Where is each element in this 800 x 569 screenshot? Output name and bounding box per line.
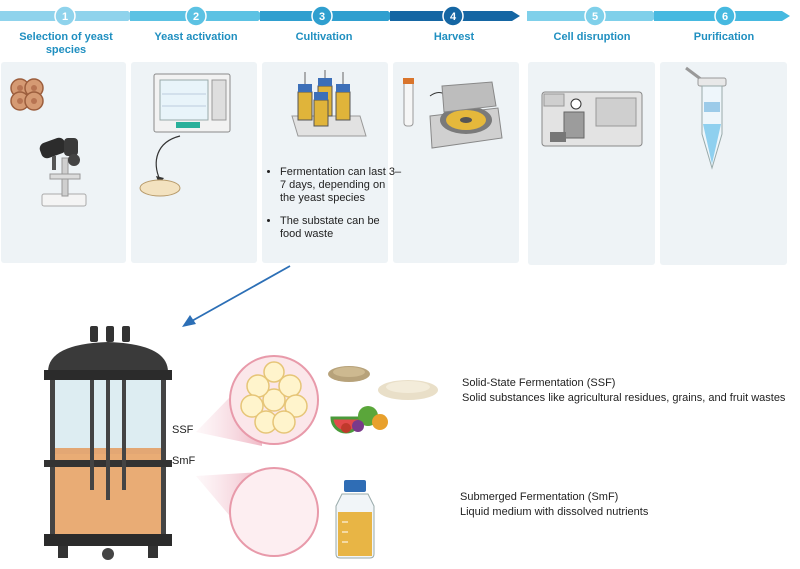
cultivation-note-duration: Fermentation can last 3–7 days, dependin… [280, 166, 402, 205]
step-title-1: Selection of yeast species [19, 31, 113, 56]
step-title-2: Yeast activation [154, 31, 238, 43]
step-title-5: Cell disruption [553, 31, 631, 43]
step-circle-6: 6 [714, 5, 736, 27]
step-circle-2: 2 [185, 5, 207, 27]
step-circle-1: 1 [54, 5, 76, 27]
step-circle-4: 4 [442, 5, 464, 27]
smf-description-block: Submerged Fermentation (SmF) Liquid medi… [460, 490, 790, 520]
smf-description: Liquid medium with dissolved nutrients [460, 506, 649, 518]
microscope-icon [39, 137, 87, 207]
cultivation-to-bioreactor-arrow [182, 265, 291, 327]
bioreactor-vessel-icon [44, 326, 172, 560]
cell-homogenizer-icon [541, 91, 643, 147]
step-circle-5: 5 [584, 5, 606, 27]
step-number-1: 1 [62, 11, 68, 23]
step-title-3: Cultivation [295, 31, 353, 43]
step-circle-3: 3 [311, 5, 333, 27]
cultivation-note-substrate: The substate can be food waste [280, 215, 402, 241]
smf-label: SmF [172, 455, 196, 467]
petri-dish-icon [139, 135, 181, 197]
step-number-3: 3 [319, 11, 325, 23]
ssf-description-block: Solid-State Fermentation (SSF) Solid sub… [462, 376, 798, 406]
step-number-5: 5 [592, 11, 598, 23]
bioreactor-array-icon [291, 70, 367, 137]
incubator-icon [153, 73, 231, 133]
ssf-magnified-view [196, 355, 319, 446]
ssf-title: Solid-State Fermentation (SSF) [462, 377, 616, 389]
panel-purification [660, 62, 787, 265]
smf-magnified-view [196, 467, 319, 557]
yeast-cells-icon [10, 78, 44, 111]
fruit-waste-icon [330, 406, 388, 434]
ssf-description: Solid substances like agricultural resid… [462, 392, 786, 404]
step-number-2: 2 [193, 11, 199, 23]
process-arrow-band: 1 2 3 4 5 6 [0, 5, 790, 27]
centrifuge-icon [403, 78, 503, 149]
step-title-4: Harvest [433, 31, 475, 43]
grain-substrate-icon [328, 366, 370, 382]
step-title-6: Purification [693, 31, 755, 43]
ssf-label: SSF [172, 424, 194, 436]
purification-tube-icon [685, 66, 727, 170]
smf-title: Submerged Fermentation (SmF) [460, 491, 619, 503]
step-number-6: 6 [722, 11, 728, 23]
cultivation-notes: Fermentation can last 3–7 days, dependin… [268, 166, 402, 251]
culture-medium-bottle-icon [335, 480, 375, 559]
step-number-4: 4 [450, 11, 457, 23]
rice-substrate-icon [378, 380, 438, 400]
